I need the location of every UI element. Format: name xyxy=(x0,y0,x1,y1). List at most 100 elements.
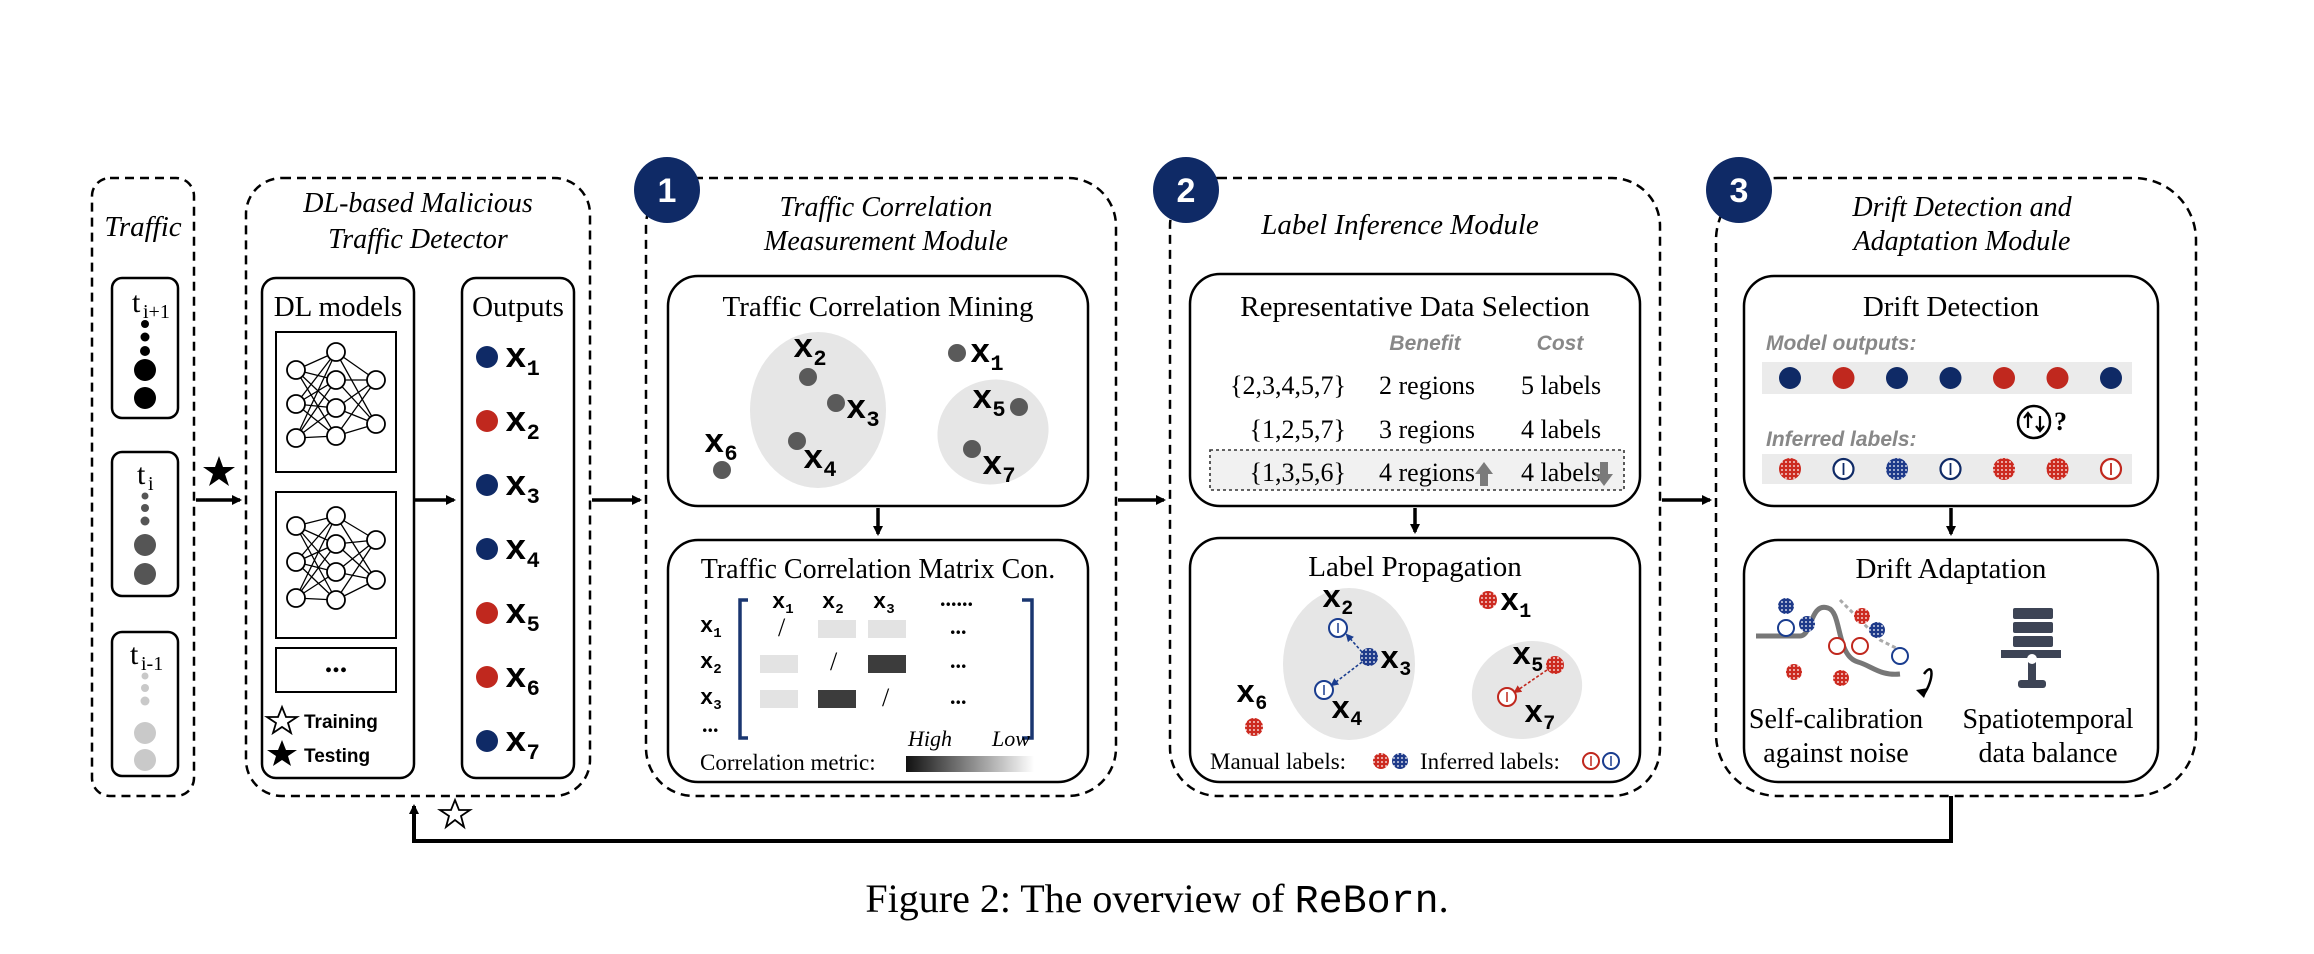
svg-text:/: / xyxy=(778,613,786,642)
metric-high: High xyxy=(907,726,952,751)
model-output-dot xyxy=(1779,367,1801,389)
neural-network-icon xyxy=(275,491,397,639)
svg-text:...: ... xyxy=(950,614,967,639)
svg-text:4 labels: 4 labels xyxy=(1521,458,1601,487)
output-dot xyxy=(476,602,498,624)
svg-text:x3: x3 xyxy=(846,391,880,433)
mining-title: Traffic Correlation Mining xyxy=(723,291,1034,323)
output-dot xyxy=(476,666,498,688)
spatio-line1: Spatiotemporal xyxy=(1962,704,2133,735)
neural-network-icon xyxy=(275,331,397,473)
module1-badge xyxy=(634,157,700,223)
output-item: x6 xyxy=(476,657,540,702)
drift-detection-box: Drift Detection Model outputs: ? Inferre… xyxy=(1742,274,2160,508)
module3-title-line1: Drift Detection and xyxy=(1851,192,2072,223)
detector-title-line2: Traffic Detector xyxy=(328,224,508,255)
output-item: x4 xyxy=(476,529,540,574)
svg-text:x5: x5 xyxy=(1512,637,1543,678)
label-propagation-box: Label Propagation x2 x3 x4 x6 x1 x5 x7 xyxy=(1188,536,1642,784)
svg-text:...: ... xyxy=(950,648,967,673)
traffic-window-next: t i+1 xyxy=(110,276,180,420)
module3-panel: 3 Drift Detection and Adaptation Module … xyxy=(1706,157,2198,798)
model-outputs-label: Model outputs: xyxy=(1766,332,1916,355)
svg-text:x5: x5 xyxy=(972,381,1006,423)
svg-text:2: 2 xyxy=(1177,172,1196,210)
training-star-icon xyxy=(264,704,300,736)
traffic-window-previous: t i-1 xyxy=(110,630,180,778)
output-item: x7 xyxy=(476,721,540,766)
arrow-down-icon xyxy=(1595,462,1613,486)
svg-text:i: i xyxy=(148,473,154,495)
self-cal-line1: Self-calibration xyxy=(1749,704,1923,735)
svg-text:4 regions: 4 regions xyxy=(1379,458,1475,487)
testing-star-icon xyxy=(267,740,297,766)
svg-text:/: / xyxy=(830,647,838,676)
arrow-up-icon xyxy=(1475,462,1493,486)
model-output-dot xyxy=(1993,367,2015,389)
swap-arrows-icon xyxy=(2023,411,2045,433)
data-selection-box: Representative Data Selection Benefit Co… xyxy=(1188,272,1642,508)
svg-text:3: 3 xyxy=(1730,172,1749,210)
module3-title-line2: Adaptation Module xyxy=(1852,226,2071,257)
model-output-dot xyxy=(1886,367,1908,389)
output-label: x1 xyxy=(505,337,540,382)
module1-panel: 1 Traffic Correlation Measurement Module… xyxy=(634,157,1118,798)
output-dot xyxy=(476,730,498,752)
traffic-panel: Traffic t i+1 t i t i-1 xyxy=(90,176,196,798)
svg-text:x1: x1 xyxy=(1500,583,1531,624)
svg-text:x2: x2 xyxy=(1322,580,1353,621)
svg-text:......: ...... xyxy=(940,586,973,611)
selected-row-highlight xyxy=(1209,449,1625,491)
module1-title-line1: Traffic Correlation xyxy=(780,192,993,223)
legend-testing: Testing xyxy=(304,746,370,767)
balance-scale-icon xyxy=(2001,608,2061,688)
traffic-title: Traffic xyxy=(104,211,181,243)
module2-title: Label Inference Module xyxy=(1260,209,1539,241)
module1-title-line2: Measurement Module xyxy=(763,226,1008,257)
output-label: x7 xyxy=(505,721,540,766)
output-dot xyxy=(476,538,498,560)
module2-panel: 2 Label Inference Module Representative … xyxy=(1153,157,1662,798)
inferred-label-dot xyxy=(2046,458,2069,480)
drift-adaptation-box: Drift Adaptation Self-calibration agains… xyxy=(1742,538,2160,784)
model-output-dot xyxy=(2046,367,2069,389)
inferred-labels: Inferred labels: xyxy=(1420,749,1560,774)
metric-low: Low xyxy=(991,726,1030,751)
selection-title: Representative Data Selection xyxy=(1240,291,1590,323)
model-output-dot xyxy=(1832,367,1855,389)
svg-text:{2,3,4,5,7}: {2,3,4,5,7} xyxy=(1230,371,1346,400)
matrix-title: Traffic Correlation Matrix Con. xyxy=(701,554,1056,585)
inferred-label-dot xyxy=(1993,458,2015,480)
correlation-mining-box: Traffic Correlation Mining x2 x3 x4 x6 x… xyxy=(666,274,1090,508)
module3-badge xyxy=(1706,157,1772,223)
legend-training: Training xyxy=(304,712,378,733)
metric-label: Correlation metric: xyxy=(700,750,876,775)
output-label: x4 xyxy=(505,529,540,574)
self-calibration-icon xyxy=(1756,598,1933,698)
svg-text:i+1: i+1 xyxy=(143,301,170,323)
feedback-loop-arrow xyxy=(409,796,1953,843)
traffic-window-current: t i xyxy=(110,450,180,598)
svg-text:5 labels: 5 labels xyxy=(1521,371,1601,400)
inferred-labels-label: Inferred labels: xyxy=(1766,428,1917,451)
output-dot xyxy=(476,346,498,368)
output-dot xyxy=(476,410,498,432)
more-models-box xyxy=(275,647,397,693)
output-item: x1 xyxy=(476,337,540,382)
svg-text:1: 1 xyxy=(658,172,677,210)
training-star-icon xyxy=(437,797,473,830)
dl-models-box: DL models xyxy=(260,276,416,780)
model-output-dot xyxy=(1939,367,1962,389)
adaptation-title: Drift Adaptation xyxy=(1856,553,2047,585)
svg-text:4 labels: 4 labels xyxy=(1521,415,1601,444)
svg-text:2 regions: 2 regions xyxy=(1379,371,1475,400)
benefit-header: Benefit xyxy=(1389,332,1461,355)
dl-models-label: DL models xyxy=(274,291,403,323)
outputs-label: Outputs xyxy=(472,291,564,323)
output-item: x3 xyxy=(476,465,540,510)
manual-labels: Manual labels: xyxy=(1210,749,1346,774)
svg-text:x4: x4 xyxy=(803,441,837,483)
svg-text:...: ... xyxy=(702,712,719,737)
module2-badge xyxy=(1153,157,1219,223)
